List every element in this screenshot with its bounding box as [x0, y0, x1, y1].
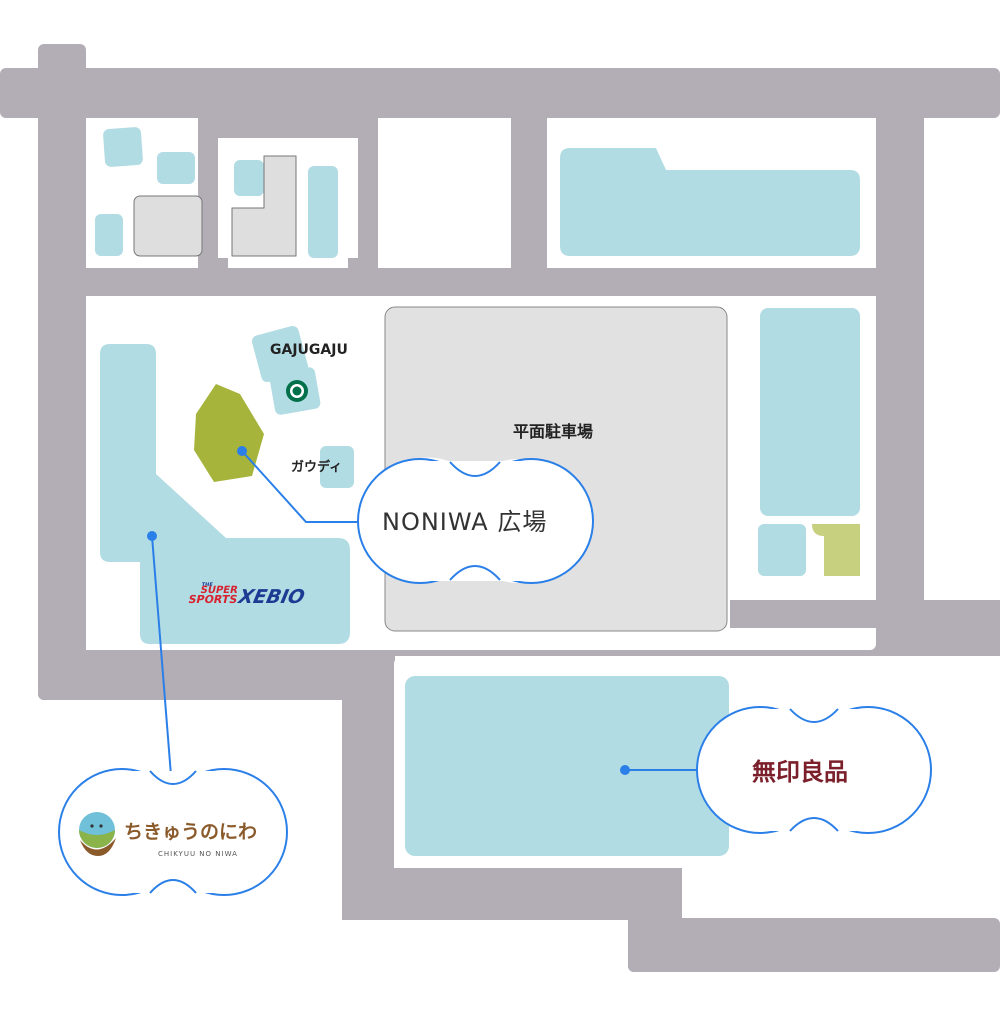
- chikyuu-callout[interactable]: ちきゅうのにわ CHIKYUU NO NIWA: [58, 768, 288, 896]
- parking-label: 平面駐車場: [513, 422, 593, 441]
- chikyuu-sub-label: CHIKYUU NO NIWA: [158, 850, 238, 858]
- map-pin-icon: [620, 765, 630, 775]
- chikyuu-logo-icon: [79, 812, 116, 856]
- road-segment: [876, 296, 924, 620]
- right-column-buildings: [758, 308, 860, 576]
- xebio-logo-sports: SPORTS: [187, 593, 238, 606]
- map-pins: [147, 446, 630, 775]
- xebio-logo: THE SUPER SPORTS XEBIO: [187, 582, 307, 608]
- map-pin-icon: [237, 446, 247, 456]
- noniwa-callout[interactable]: NONIWA 広場: [357, 457, 594, 584]
- road-segment: [730, 600, 1000, 628]
- muji-building: [405, 676, 729, 856]
- gajugaju-label: GAJUGAJU: [270, 342, 348, 358]
- noniwa-label: NONIWA 広場: [382, 508, 547, 536]
- xebio-logo-super: SUPER: [199, 585, 239, 596]
- muji-label: 無印良品: [752, 758, 848, 786]
- gaudi-label: ガウディ: [291, 459, 342, 475]
- chikyuu-label: ちきゅうのにわ: [124, 821, 257, 843]
- top-right-building: [560, 148, 860, 256]
- xebio-logo-xebio: XEBIO: [236, 585, 307, 608]
- park-area: [194, 384, 264, 482]
- callout-lines: [151, 450, 700, 789]
- xebio-logo-text: THE: [201, 582, 214, 588]
- map-pin-icon: [147, 531, 157, 541]
- top-left-buildings: [95, 127, 338, 258]
- starbucks-logo-icon: [286, 380, 308, 402]
- muji-callout[interactable]: 無印良品: [696, 706, 932, 834]
- xebio-building: [100, 344, 350, 644]
